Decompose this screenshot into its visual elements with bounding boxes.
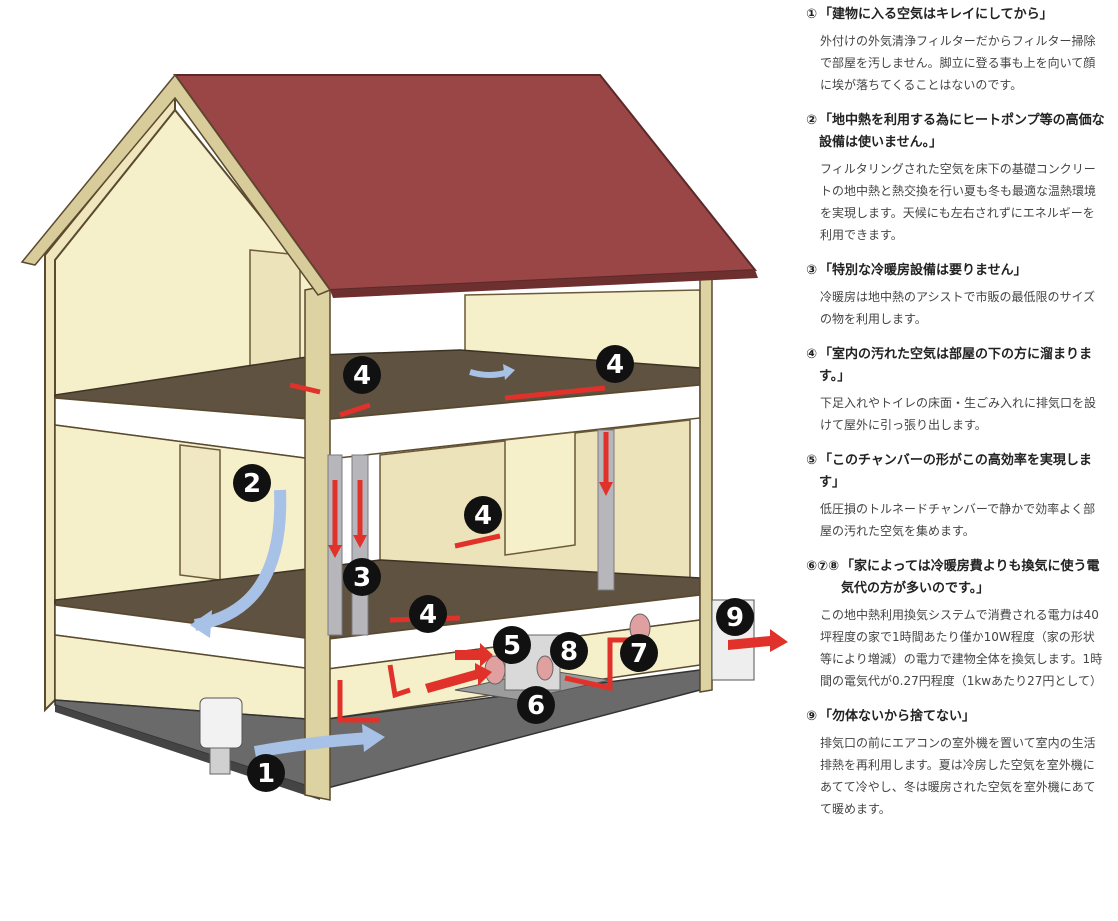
roof-gable-trim (20, 73, 332, 296)
explanation-item-1: ①「建物に入る空気はキレイにしてから」 外付けの外気清浄フィルターだからフィルタ… (806, 4, 1106, 96)
badge-4-lower-mid: 4 (464, 496, 502, 534)
item-title: 「勿体ないから捨てない」 (819, 709, 976, 724)
item-title: 「建物に入る空気はキレイにしてから」 (819, 7, 1053, 22)
blue-arrow-intake (253, 732, 371, 758)
filter-pipe (209, 747, 231, 775)
badge-4-upper-left: 4 (343, 356, 381, 394)
red-arrow-upper-left (289, 382, 321, 395)
blue-arrow-upper (469, 369, 509, 378)
explanation-item-2: ②「地中熱を利用する為にヒートポンプ等の高価な設備は使いません。」 フィルタリン… (806, 110, 1106, 246)
red-arrow-crawl-mid (387, 664, 411, 699)
roof-eave (330, 270, 758, 298)
lower-door (179, 444, 221, 581)
red-arrow-duct-c-head (599, 482, 613, 496)
item-number: ① (806, 7, 818, 22)
badge-9-label: 9 (726, 603, 744, 633)
badge-5-label: 5 (503, 631, 521, 661)
item-number: ④ (806, 347, 818, 362)
badge-4-upper-left-label: 4 (353, 361, 371, 391)
badge-6: 6 (517, 686, 555, 724)
blue-arrow-intake-head (362, 724, 385, 752)
badge-4-lower-mid-label: 4 (474, 501, 492, 531)
item-body: 外付けの外気清浄フィルターだからフィルター掃除で部屋を汚しません。脚立に登る事も… (820, 34, 1096, 92)
red-arrow-duct-a-head (328, 545, 342, 558)
badge-7: 7 (620, 634, 658, 672)
badge-2: 2 (233, 464, 271, 502)
badge-8-label: 8 (560, 637, 578, 667)
item-title: 「このチャンバーの形がこの高効率を実現します」 (819, 453, 1092, 490)
item-body: 下足入れやトイレの床面・生ごみ入れに排気口を設けて屋外に引っ張り出します。 (820, 396, 1097, 432)
outdoor-air-filter (199, 697, 243, 749)
lower-partition (504, 431, 576, 556)
explanation-item-3: ③「特別な冷暖房設備は要りません」 冷暖房は地中熱のアシストで市販の最低限のサイ… (806, 260, 1106, 330)
explanation-item-4: ④「室内の汚れた空気は部屋の下の方に溜まります。」 下足入れやトイレの床面・生ご… (806, 344, 1106, 436)
badge-2-label: 2 (243, 469, 261, 499)
explanation-panel: ①「建物に入る空気はキレイにしてから」 外付けの外気清浄フィルターだからフィルタ… (806, 4, 1106, 916)
red-arrow-upper-mid (339, 402, 371, 418)
blue-arrow-upper-head (503, 364, 515, 380)
duct-port-b (536, 655, 554, 681)
explanation-item-9: ⑨「勿体ないから捨てない」 排気口の前にエアコンの室外機を置いて室内の生活排熱を… (806, 706, 1106, 820)
badge-8: 8 (550, 632, 588, 670)
front-post-right (699, 277, 713, 693)
red-arrow-exhaust-loop (564, 637, 640, 692)
duct-c (597, 429, 615, 591)
item-body: フィルタリングされた空気を床下の基礎コンクリートの地中熱と熱交換を行い夏も冬も最… (820, 162, 1097, 242)
red-arrow-outside (728, 629, 788, 652)
red-arrow-duct-b-head (353, 535, 367, 548)
item-number: ⑥⑦⑧ (806, 559, 840, 574)
red-arrow-crawl-left (337, 680, 380, 723)
badge-5: 5 (493, 626, 531, 664)
explanation-item-5: ⑤「このチャンバーの形がこの高効率を実現します」 低圧損のトルネードチャンバーで… (806, 450, 1106, 542)
item-body: この地中熱利用換気システムで消費される電力は40坪程度の家で1時間あたり僅か10… (820, 608, 1103, 688)
red-arrow-chamber-top (455, 643, 493, 667)
house-ventilation-diagram: 1 2 3 4 4 4 4 5 6 7 8 9 (20, 73, 788, 801)
item-body: 排気口の前にエアコンの室外機を置いて室内の生活排熱を再利用します。夏は冷房した空… (820, 736, 1096, 816)
badge-4-upper-right: 4 (596, 345, 634, 383)
red-arrow-lower-mid (454, 533, 501, 549)
badge-1: 1 (247, 754, 285, 792)
item-body: 冷暖房は地中熱のアシストで市販の最低限のサイズの物を利用します。 (820, 290, 1096, 326)
item-title: 「地中熱を利用する為にヒートポンプ等の高価な設備は使いません。」 (819, 113, 1105, 150)
explanation-item-6-7-8: ⑥⑦⑧「家によっては冷暖房費よりも換気に使う電気代の方が多いのです。」 この地中… (806, 556, 1106, 692)
badge-4-lower-left: 4 (409, 595, 447, 633)
item-number: ⑨ (806, 709, 818, 724)
item-number: ③ (806, 263, 818, 278)
item-title: 「家によっては冷暖房費よりも換気に使う電気代の方が多いのです。」 (841, 559, 1100, 596)
badge-4-lower-left-label: 4 (419, 600, 437, 630)
badge-1-label: 1 (257, 759, 275, 789)
badge-4-upper-right-label: 4 (606, 350, 624, 380)
badge-3-label: 3 (353, 563, 371, 593)
blue-arrow-floor-head (190, 610, 212, 638)
badge-9: 9 (716, 598, 754, 636)
badge-3: 3 (343, 558, 381, 596)
red-arrow-chamber-in (425, 663, 492, 693)
item-number: ⑤ (806, 453, 818, 468)
red-arrow-upper-right (504, 385, 606, 401)
badge-7-label: 7 (630, 639, 648, 669)
front-post-center (304, 284, 331, 801)
item-number: ② (806, 113, 818, 128)
item-title: 「特別な冷暖房設備は要りません」 (819, 263, 1027, 278)
badge-6-label: 6 (527, 691, 545, 721)
item-title: 「室内の汚れた空気は部屋の下の方に溜まります。」 (819, 347, 1093, 384)
item-body: 低圧損のトルネードチャンバーで静かで効率よく部屋の汚れた空気を集めます。 (820, 502, 1096, 538)
blue-arrow-floor (193, 489, 287, 631)
